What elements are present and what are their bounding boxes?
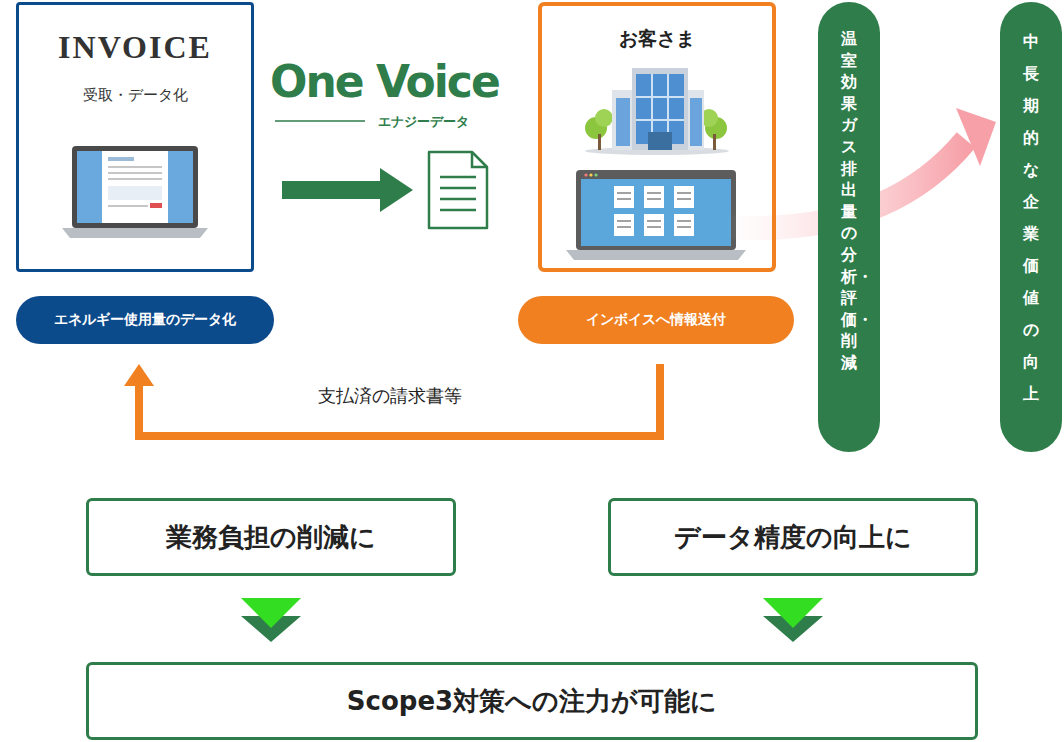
node-label: Scope3対策への注力が可能に	[347, 684, 717, 719]
node-label: データ精度の向上に	[674, 520, 912, 555]
building-icon	[585, 68, 729, 155]
vertical-pill: 温室効果ガス排出量の分析・評価・削減	[818, 2, 880, 452]
connector	[124, 364, 660, 436]
document-icon	[429, 152, 487, 228]
result-box: データ精度の向上に	[608, 498, 978, 576]
source-box: INVOICE 受取・データ化	[16, 2, 254, 272]
node-label: お客さま	[619, 26, 695, 52]
node-label: 業務負担の削減に	[166, 520, 376, 555]
node-label: エネルギー使用量のデータ化	[54, 311, 236, 329]
laptop-icon	[62, 146, 208, 238]
outcome-box: Scope3対策への注力が可能に	[86, 662, 978, 740]
laptop-icon	[566, 170, 746, 260]
vertical-pill: 中長期的な企業価値の向上	[1000, 2, 1062, 452]
logo-subtext: エナジーデータ	[378, 113, 469, 131]
vertical-label: 中長期的な企業価値の向上	[1023, 26, 1039, 410]
result-box: 業務負担の削減に	[86, 498, 456, 576]
step-pill: エネルギー使用量のデータ化	[16, 296, 274, 344]
connector	[241, 598, 301, 642]
node-label: 受取・データ化	[83, 86, 188, 105]
flow-arrow	[282, 168, 413, 212]
node-label: インボイスへ情報送付	[586, 311, 726, 329]
node-label: INVOICE	[58, 29, 212, 66]
logo-text: One Voice	[270, 56, 499, 107]
logo-rule	[275, 120, 365, 122]
step-pill: インボイスへ情報送付	[518, 296, 794, 344]
connector	[763, 598, 823, 642]
vertical-label: 温室効果ガス排出量の分析・評価・削減	[841, 28, 857, 374]
customer-box: お客さま	[538, 2, 776, 272]
edge-label: 支払済の請求書等	[314, 384, 466, 408]
